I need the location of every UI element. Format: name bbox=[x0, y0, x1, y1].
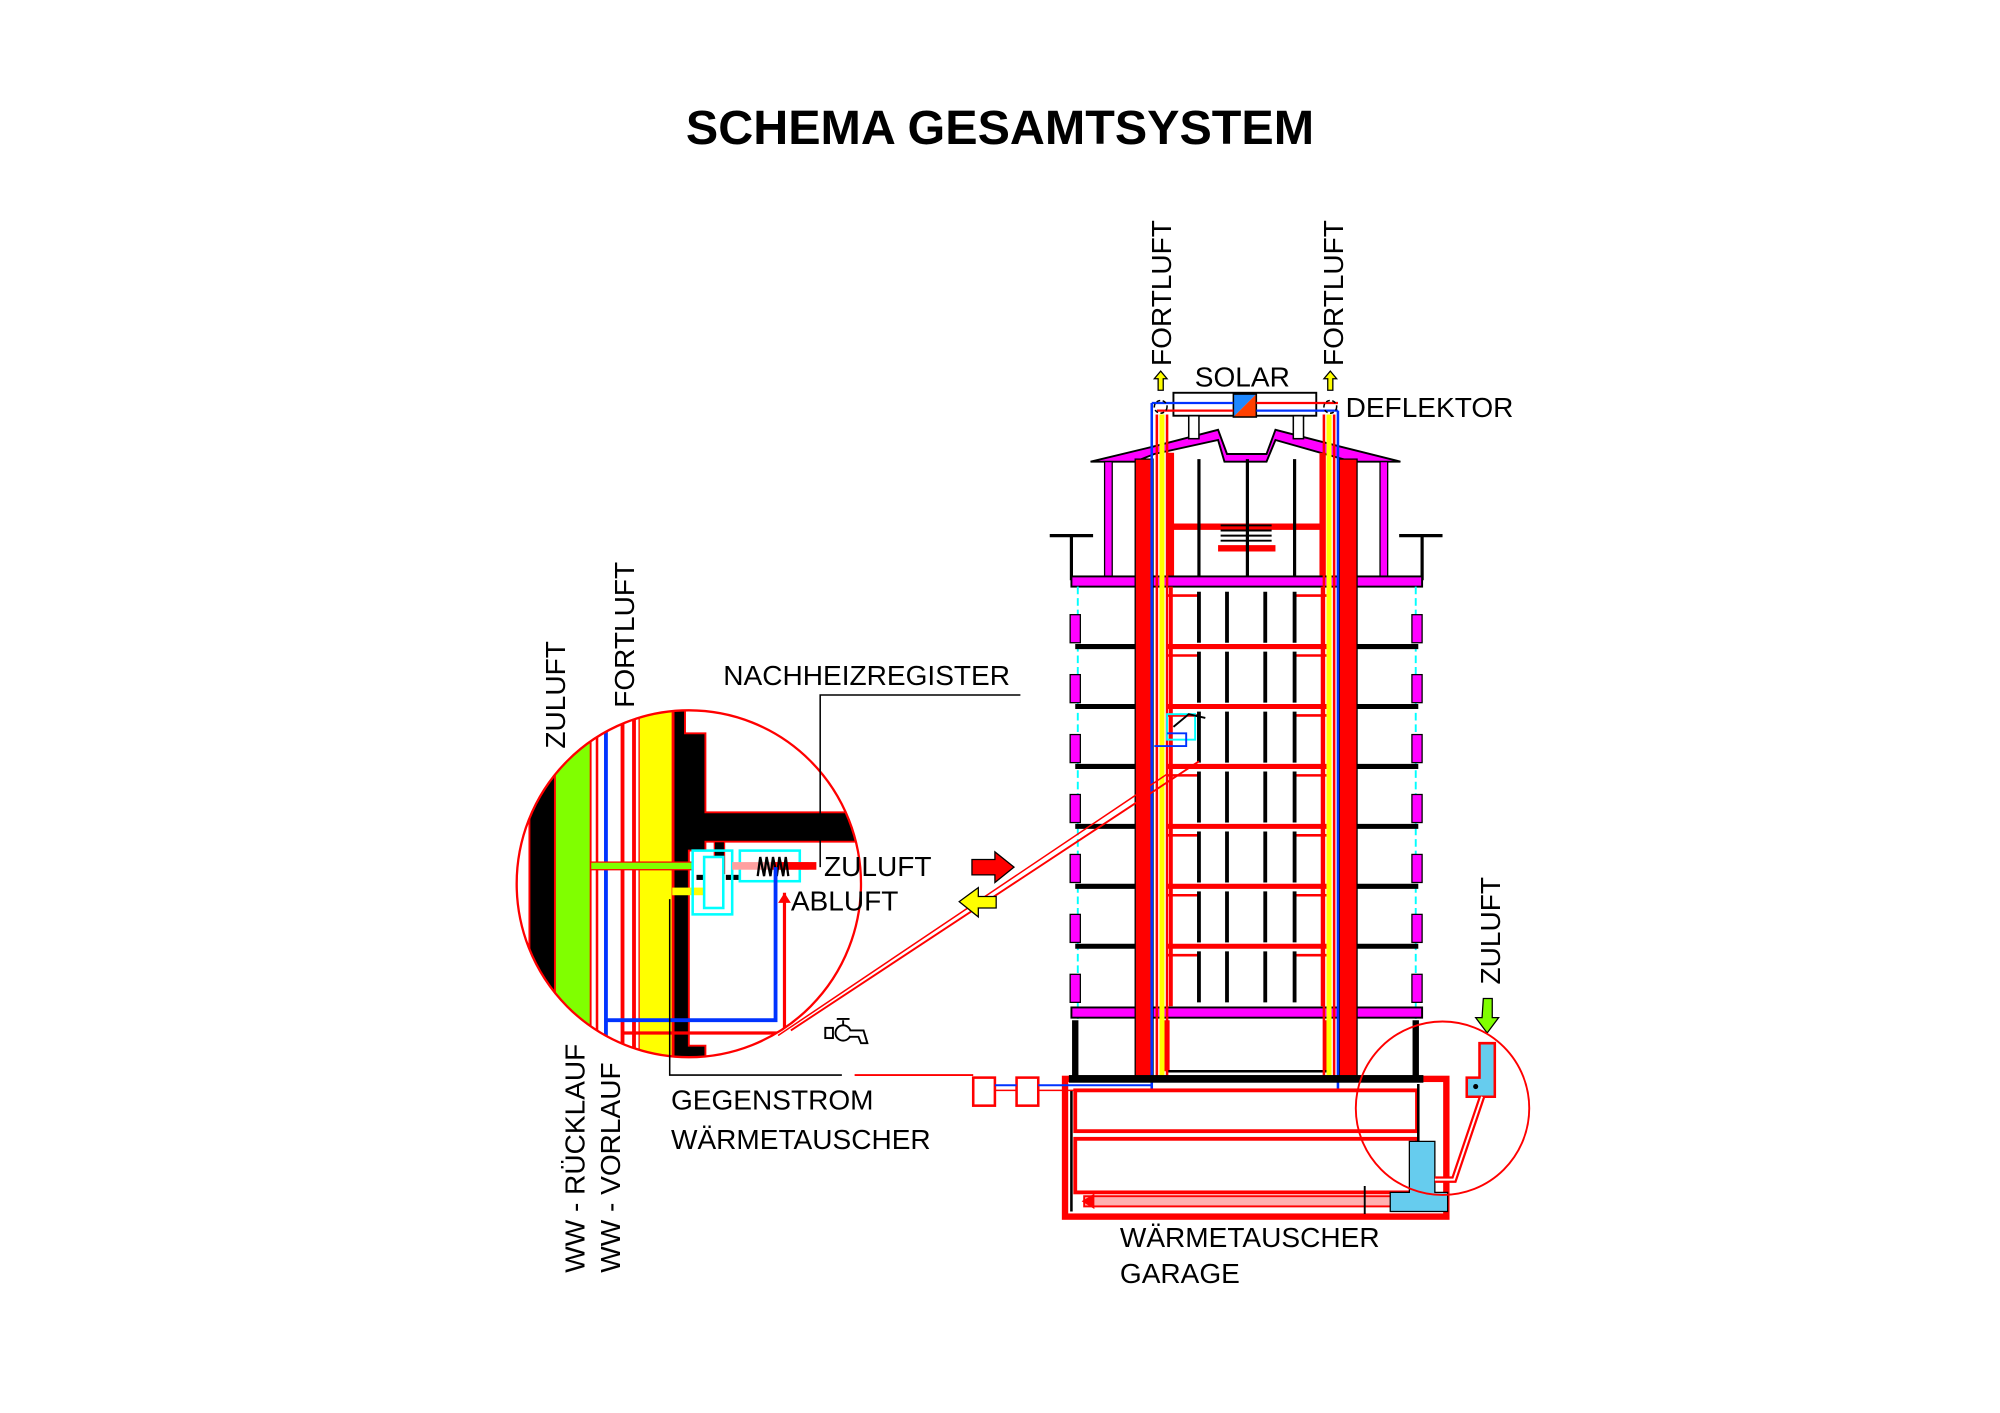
label-garage: GARAGE bbox=[1120, 1258, 1240, 1289]
label-ww-vorlauf: WW - VORLAUF bbox=[595, 1062, 626, 1272]
arrow-up-fortluft-right-icon bbox=[1322, 370, 1339, 391]
facade-panel-right bbox=[1411, 913, 1423, 944]
label-fortluft-left: FORTLUFT bbox=[1146, 220, 1177, 366]
label-gegenstrom-waermetauscher: WÄRMETAUSCHER bbox=[671, 1124, 931, 1155]
arrow-left-icon bbox=[1081, 1193, 1095, 1209]
label-zuluft-intake: ZULUFT bbox=[1475, 877, 1506, 985]
labels: FORTLUFT FORTLUFT SOLAR DEFLEKTOR NACHHE… bbox=[540, 220, 1513, 1289]
facade-panel-right bbox=[1411, 853, 1423, 884]
detail-circle-intake bbox=[1354, 1020, 1531, 1196]
facade-panel-left bbox=[1069, 673, 1081, 704]
railing-right bbox=[1399, 534, 1443, 581]
label-fortluft-right: FORTLUFT bbox=[1318, 220, 1349, 366]
label-nachheizregister: NACHHEIZREGISTER bbox=[723, 660, 1010, 691]
facade-panel-left bbox=[1069, 614, 1081, 644]
arrow-down-zuluft-icon bbox=[1474, 997, 1500, 1035]
label-detail-zuluft-vertical: ZULUFT bbox=[540, 641, 571, 749]
diagram-title: SCHEMA GESAMTSYSTEM bbox=[686, 101, 1314, 155]
unit-marker bbox=[1154, 713, 1206, 747]
water-tap-icon bbox=[824, 1017, 869, 1045]
arrow-up-fortluft-left-icon bbox=[1152, 370, 1169, 391]
facade-panel-right bbox=[1411, 673, 1423, 704]
arrow-right-zuluft-icon bbox=[971, 850, 1016, 884]
gegenstrom-leader bbox=[668, 899, 842, 1076]
staircase bbox=[1220, 524, 1272, 542]
building bbox=[854, 370, 1531, 1220]
label-deflektor: DEFLEKTOR bbox=[1346, 392, 1514, 423]
zuluft-intake bbox=[1434, 997, 1500, 1183]
roof bbox=[1090, 428, 1401, 463]
solar-collector bbox=[1151, 391, 1338, 440]
facade-panel-left bbox=[1069, 793, 1081, 824]
deflector-left-icon bbox=[1153, 399, 1168, 414]
label-ww-ruecklauf: WW - RÜCKLAUF bbox=[559, 1044, 590, 1273]
facade-panel-left bbox=[1069, 913, 1081, 944]
facade-panel-left bbox=[1069, 853, 1081, 884]
facade-panel-right bbox=[1411, 733, 1423, 764]
facade-panel-left bbox=[1069, 733, 1081, 764]
shaft-left bbox=[1134, 402, 1169, 1091]
facade-panel-right bbox=[1411, 793, 1423, 824]
shaft-right bbox=[1322, 410, 1358, 1091]
nachheizregister-leader bbox=[819, 694, 1021, 868]
label-detail-abluft: ABLUFT bbox=[791, 886, 899, 917]
reheat-coil-icon bbox=[732, 849, 817, 883]
label-detail-fortluft-vertical: FORTLUFT bbox=[609, 562, 640, 708]
deflector-right-icon bbox=[1323, 399, 1338, 414]
arrow-left-abluft-icon bbox=[958, 886, 997, 919]
label-gegenstrom: GEGENSTROM bbox=[671, 1084, 874, 1115]
detail-circle bbox=[515, 694, 1021, 1076]
garage bbox=[1061, 1075, 1450, 1220]
heat-exchanger-units bbox=[854, 1074, 1338, 1107]
counterflow-heat-exchanger-icon bbox=[691, 849, 734, 916]
label-solar: SOLAR bbox=[1195, 361, 1290, 392]
facade-panel-right bbox=[1411, 973, 1423, 1004]
facade-panel-right bbox=[1411, 614, 1423, 644]
label-detail-zuluft: ZULUFT bbox=[824, 851, 932, 882]
label-garage-waermetauscher: WÄRMETAUSCHER bbox=[1120, 1222, 1380, 1253]
railing-left bbox=[1049, 534, 1094, 581]
facade-panel-left bbox=[1069, 973, 1081, 1004]
